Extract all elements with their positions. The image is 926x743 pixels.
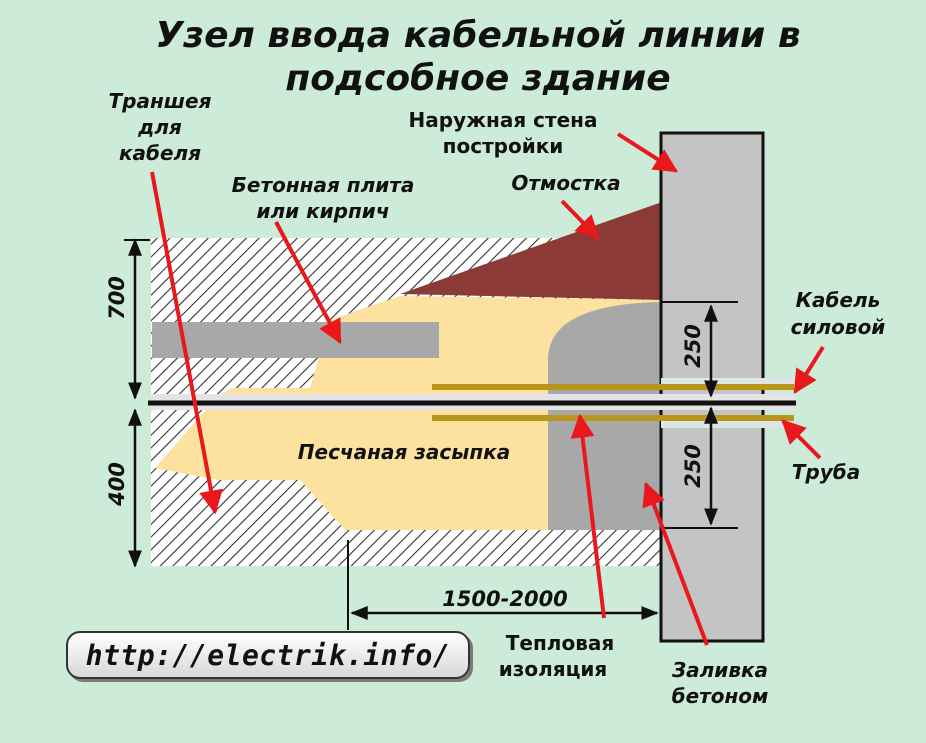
label-thermal-insulation-line-2: изоляция [499,657,608,681]
sand-backfill [155,296,661,530]
website-url: http://electrik.info/ [85,638,451,672]
arrow-concrete-fill [642,481,709,646]
website-badge: http://electrik.info/ [66,631,470,679]
label-trench-line-3: кабеля [119,141,201,165]
pipe-bottom-wall [432,415,794,421]
label-thermal-insulation: Тепловая изоляция [499,631,614,681]
label-pipe: Труба [792,460,860,484]
dim-400-label: 400 [105,462,129,507]
title-line-2: подсобное здание [285,58,670,99]
title-line-1: Узел ввода кабельной линии в [155,15,800,56]
label-thermal-insulation-line-1: Тепловая [506,631,614,655]
leader-arrows [150,132,825,646]
label-outer-wall-line-2: постройки [443,134,564,158]
label-slab-line-2: или кирпич [256,199,389,223]
arrow-power-cable [793,345,825,395]
label-outer-wall-line-1: Наружная стена [409,108,598,132]
arrow-slab [274,221,342,345]
label-power-cable: Кабель силовой [791,288,886,339]
label-concrete-fill-line-1: Заливка [671,658,768,682]
arrow-outer-wall [616,132,679,173]
label-slab-line-1: Бетонная плита [232,173,415,197]
label-power-cable-line-1: Кабель [796,288,881,312]
label-concrete-fill-line-2: бетоном [672,684,769,708]
dim-distance-label: 1500-2000 [442,587,568,611]
dim-250-upper-label: 250 [681,324,705,368]
arrow-thermal-insulation [570,413,606,619]
label-blind-area: Отмостка [511,171,620,195]
label-trench-line-1: Траншея [109,89,212,113]
pipe-top-wall [432,384,794,390]
label-power-cable-line-2: силовой [791,315,886,339]
arrow-pipe [781,419,822,460]
arrow-trench [150,171,223,515]
label-slab: Бетонная плита или кирпич [232,173,415,223]
label-concrete-fill: Заливка бетоном [671,658,768,708]
label-trench: Траншея для кабеля [109,89,212,165]
dim-700-label: 700 [105,276,129,320]
label-sand-fill: Песчаная засыпка [298,440,510,464]
label-outer-wall: Наружная стена постройки [409,108,598,158]
label-trench-line-2: для [137,115,182,139]
arrow-blind-area [560,199,600,240]
dim-250-lower-label: 250 [681,444,705,488]
concrete-slab [152,322,439,358]
